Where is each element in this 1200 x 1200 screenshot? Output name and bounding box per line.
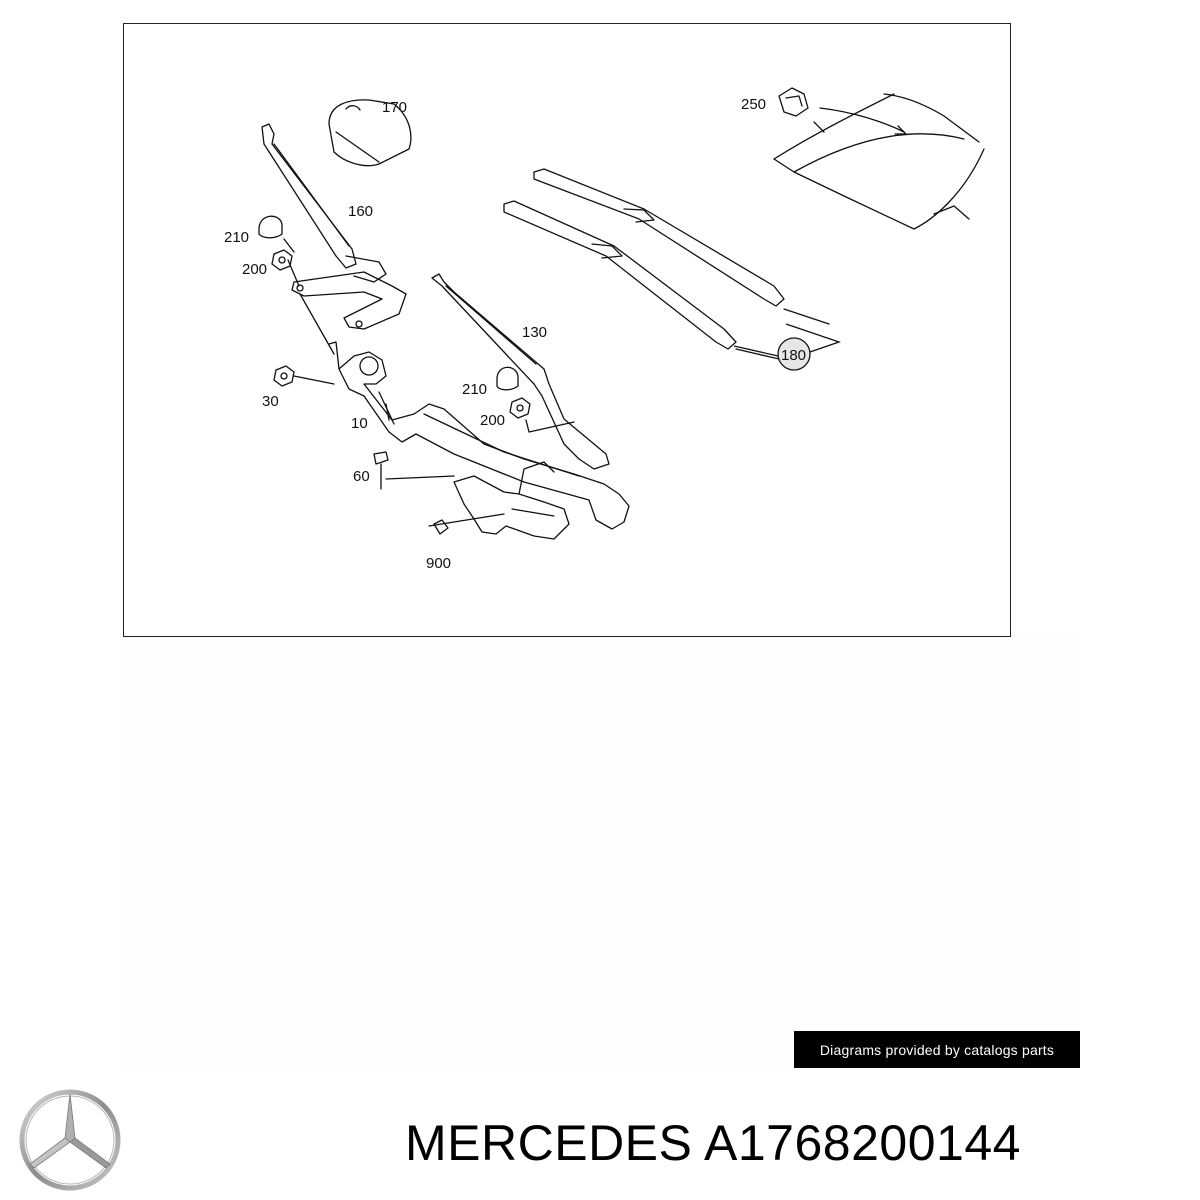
wiper-blade-lower [503, 200, 737, 350]
part-number: A1768200144 [704, 1115, 1021, 1171]
part-label-180: 180 [781, 347, 806, 364]
credit-badge: Diagrams provided by catalogs parts [794, 1031, 1080, 1068]
wiper-blade-upper [533, 168, 785, 307]
cover-cap-shape [328, 99, 412, 167]
left-wiper-arm [261, 123, 357, 269]
part-label-10: 10 [351, 415, 368, 432]
part-label-170: 170 [382, 99, 407, 116]
part-label-60: 60 [353, 468, 370, 485]
wiper-assembly-drawing: 170 250 160 210 200 180 130 210 200 30 1… [224, 87, 985, 572]
mercedes-star-icon [19, 1089, 121, 1191]
part-label-200: 200 [242, 261, 267, 278]
part-label-160: 160 [348, 203, 373, 220]
blank-area [123, 637, 1080, 1067]
parts-diagram: 170 250 160 210 200 180 130 210 200 30 1… [123, 23, 1011, 637]
part-label-200: 200 [480, 412, 505, 429]
part-label-30: 30 [262, 393, 279, 410]
part-label-900: 900 [426, 555, 451, 572]
wiper-motor [453, 475, 570, 540]
right-wiper-arm [431, 273, 610, 470]
part-label-250: 250 [741, 96, 766, 113]
part-label-130: 130 [522, 324, 547, 341]
callout-circle [777, 337, 811, 371]
part-label-210: 210 [224, 229, 249, 246]
wiper-linkage [338, 351, 630, 530]
clip-shape [778, 87, 809, 117]
part-label-210: 210 [462, 381, 487, 398]
brand-name: MERCEDES [405, 1115, 693, 1171]
brand-title: MERCEDES A1768200144 [405, 1108, 1195, 1178]
